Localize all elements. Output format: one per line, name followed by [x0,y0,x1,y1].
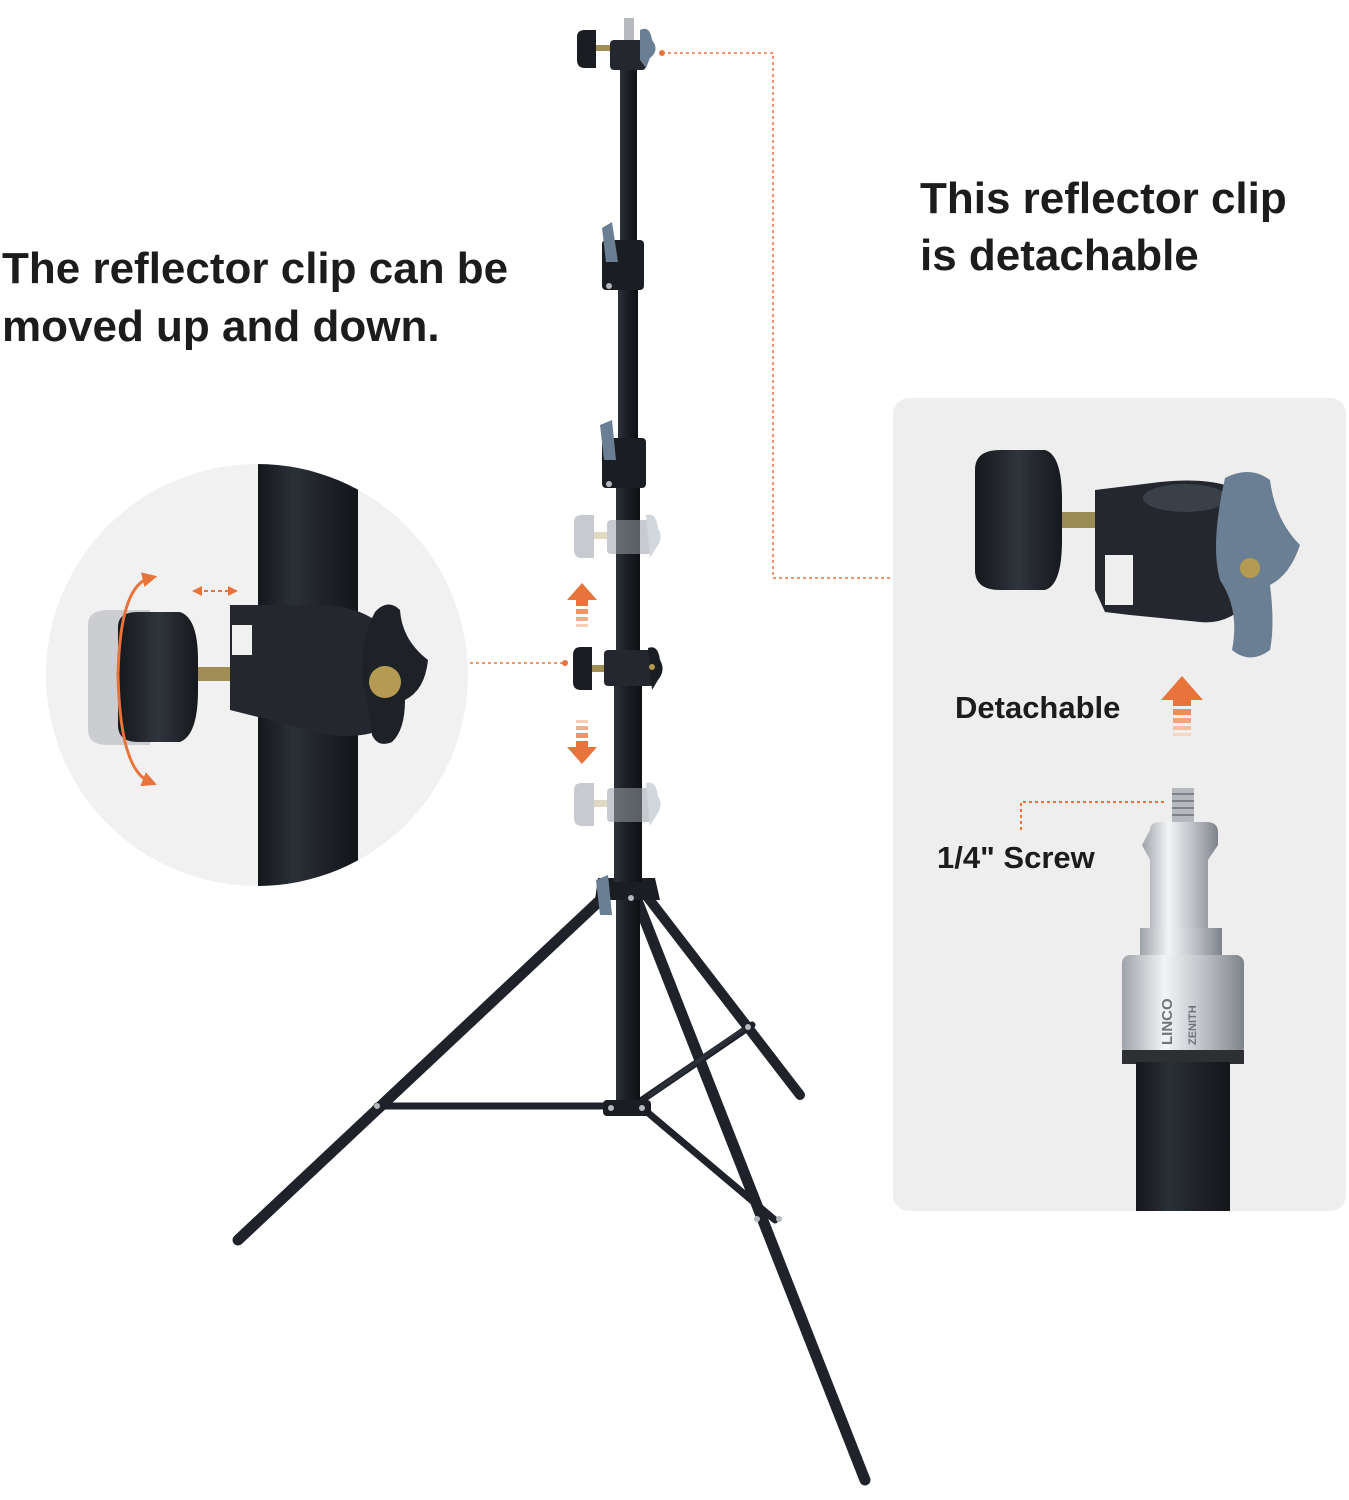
up-arrow-icon [1161,676,1203,736]
detail-panel: LINCO ZENITH [893,398,1346,1211]
clip-thread [1050,512,1105,528]
zoom-circle [46,464,468,886]
stand-top-spigot: LINCO ZENITH [1122,788,1244,1211]
zoom-thread [190,667,230,681]
stand-leg-right [637,885,805,1100]
ghost-clip-upper [574,514,661,558]
brand-engraving: LINCO [1159,998,1176,1045]
top-spigot-screw [624,18,634,40]
rotate-arrow-icon [116,572,158,787]
spigot-stud [1142,822,1218,930]
clip-bore [1143,484,1227,512]
detach-callout-line [662,52,893,579]
brace-front [636,1102,779,1224]
detachable-label: Detachable [955,690,1121,725]
top-reflector-clip [577,18,656,70]
caption-right-line-1: This reflector clip [920,174,1287,223]
top-clip-knob [577,30,596,68]
caption-movable-clip: The reflector clip can be moved up and d… [2,240,562,356]
caption-left-line-2: moved up and down. [2,302,440,351]
leg-hub [595,878,660,900]
clip-knob [975,450,1062,590]
clip-bolt [1240,558,1260,578]
screw-label: 1/4" Screw [937,840,1095,875]
ghost-clip-lower [574,782,661,826]
stand-column-section-1 [618,242,638,447]
stand-column-section-3 [614,650,642,882]
stand-leg-front [627,884,871,1486]
spigot-collar [1140,928,1222,956]
section-lock-1 [602,222,644,290]
move-down-arrow-icon [567,720,597,764]
stand-column-top [620,50,637,250]
stand-column-lower [616,880,640,1112]
model-engraving: ZENITH [1187,1005,1199,1045]
zoom-clip-slot [232,625,252,655]
spigot-sleeve [1122,955,1244,1055]
stand-leg-left [232,884,617,1246]
leg-hub-wing [596,875,612,915]
middle-reflector-clip [573,647,663,690]
caption-right-line-2: is detachable [920,231,1199,280]
caption-left-line-1: The reflector clip can be [2,244,509,293]
zoom-bolt [369,666,401,698]
pole-top-section [1136,1062,1230,1211]
brace-hub [603,1100,651,1116]
detach-callout-dot [659,50,665,56]
clip-slot [1105,555,1133,605]
sleeve-ring [1122,1050,1244,1064]
caption-detachable-clip: This reflector clip is detachable [920,170,1340,284]
zoom-clip-body [230,605,395,736]
clip-body [1095,480,1250,623]
zoom-callout-dot [562,660,568,666]
move-up-arrow-icon [567,583,597,627]
light-stand [232,18,871,1486]
detached-reflector-clip [975,450,1300,658]
zoom-knob [118,612,198,742]
section-lock-2 [600,420,646,488]
